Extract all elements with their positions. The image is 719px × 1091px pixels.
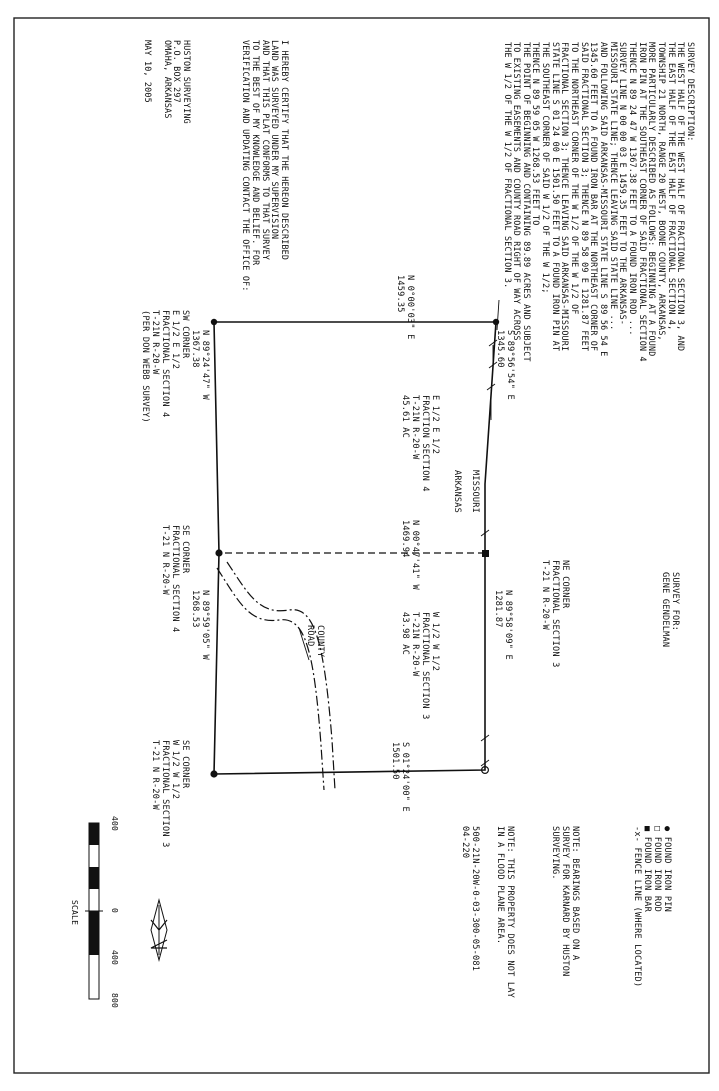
- west-line-bearing: S 01°24'00" E 1501.50: [390, 742, 410, 812]
- tract-west-label: W 1/2 W 1/2 FRACTIONAL SECTION 3 T-21N R…: [400, 612, 440, 720]
- found-iron-bar-north: [482, 550, 489, 557]
- parcel-boundary: [213, 321, 497, 775]
- south-line-bearing-2: N 89°59'05" W 1268.53: [190, 590, 210, 660]
- legend: ● FOUND IRON PIN □ FOUND IRON ROD ■ FOUN…: [632, 826, 672, 988]
- sw-corner-label: SW CORNER E 1/2 E 1/2 FRACTIONAL SECTION…: [140, 310, 191, 423]
- middle-line-bearing: N 00°47'41" W 1469.94: [400, 520, 420, 590]
- scale-tick-400b: 400: [110, 950, 119, 966]
- scale-caption: SCALE: [70, 900, 79, 926]
- found-iron-pin-se: [210, 318, 218, 326]
- found-iron-pin-nw: [480, 765, 489, 774]
- ne-corner-label: NE CORNER FRACTIONAL SECTION 3 T-21 N R-…: [540, 560, 570, 668]
- south-line-bearing-1: N 89°24'47" W 1367.38: [190, 330, 210, 400]
- county-road-edge-1: [226, 561, 336, 791]
- state-line-missouri: MISSOURI: [470, 470, 480, 513]
- scale-tick-0: 0: [110, 908, 119, 914]
- north-line-bearing-1: S 89°56'54" E 1345.60: [495, 330, 515, 400]
- tract-east-label: E 1/2 E 1/2 FRACTION SECTION 4 T-21N R-2…: [400, 395, 440, 492]
- found-iron-pin-ne: [492, 318, 500, 326]
- survey-for: SURVEY FOR: GENE GENDELMAN: [660, 572, 680, 648]
- certification-statement: I HEREBY CERTIFY THAT THE HEREON DESCRIB…: [241, 40, 290, 292]
- county-road-label: COUNTY ROAD: [305, 625, 325, 658]
- bearing-note: NOTE: BEARINGS BASED ON A SURVEY FOR KAR…: [550, 826, 580, 977]
- north-arrow-graphic: [150, 898, 168, 962]
- found-iron-pin-south: [215, 549, 223, 557]
- county-road-leader: [298, 627, 310, 661]
- page-frame: [13, 17, 710, 1074]
- fence-line: [490, 299, 500, 420]
- surveyor-address: HUSTON SURVEYING P.O. BOX 297 OMAHA, ARK…: [143, 40, 192, 124]
- parcel-number: 500-21N-20W-0-03-300-05-081 04-220: [460, 826, 480, 972]
- se-corner-label: SE CORNER FRACTIONAL SECTION 4 T-21 N R-…: [160, 525, 190, 633]
- scale-tick-400a: 400: [110, 816, 119, 832]
- found-iron-pin-sw: [210, 770, 218, 778]
- north-line-bearing-2: N 89°58'09" E 1281.87: [493, 590, 513, 660]
- east-line-bearing: N 0°00'03" E 1459.35: [395, 275, 415, 340]
- scale-tick-800: 800: [110, 993, 119, 1009]
- se-corner-label-2: SE CORNER W 1/2 W 1/2 FRACTIONAL SECTION…: [150, 740, 190, 848]
- state-line-arkansas: ARKANSAS: [452, 470, 462, 513]
- scale-bar-graphic: [85, 822, 103, 1000]
- county-road-edge-2: [216, 567, 325, 791]
- flood-note: NOTE: THIS PROPERTY DOES NOT LAY IN A FL…: [495, 826, 515, 998]
- fence-ticks: [480, 339, 498, 767]
- survey-description: SURVEY DESCRIPTION: THE WEST HALF OF THE…: [502, 42, 696, 362]
